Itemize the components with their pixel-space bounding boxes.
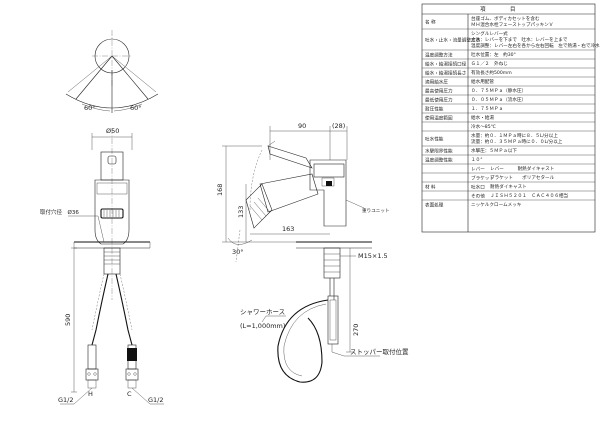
cold-label: C — [127, 390, 132, 398]
spec-row-value: 水量：約０．１ＭＰａ時に８．５L/分以上 — [471, 132, 558, 139]
spec-row-value: 流量：約０．３５ＭＰａ時に０．０L/分以上 — [471, 138, 563, 145]
spec-row-sub: レバー — [471, 166, 485, 172]
spec-row-value: Ｇ１／２ 外ねじ — [471, 60, 508, 67]
dim-133-label: 133 — [237, 206, 245, 218]
spec-row: 耐圧性能 １．７５ＭＰａ — [422, 105, 595, 114]
mount-thread-label: M15×1.5 — [358, 252, 388, 260]
spec-row-label: 名 称 — [425, 18, 436, 25]
dim-270-label: 270 — [352, 324, 360, 336]
spec-row: レバーレバー 耐熱ダイキャスト — [422, 165, 595, 174]
spec-row-value: ０．０５ＭＰａ（流水圧） — [471, 96, 526, 103]
spec-row: 最高使用圧力 ０．７５ＭＰａ（静水圧） — [422, 87, 595, 96]
spec-row-value: 止水：レバーを下まで 吐水：レバーを上まで — [471, 36, 568, 43]
spec-row-label: 温度調整方法 — [425, 51, 453, 58]
spec-row: 水撃限界性能 水撃圧：５ＭＰａ以下 — [422, 147, 595, 156]
spec-row-value: 水撃圧：５ＭＰａ以下 — [471, 147, 517, 154]
spec-row-value: １．７５ＭＰａ — [471, 106, 503, 112]
spec-row-label: 吐水・止水・流量調整方法 — [425, 36, 481, 43]
spec-row-value: 吐水位置：左 約30° — [471, 51, 516, 58]
spec-row: 使用温度範囲 給水・給湯 — [422, 114, 595, 123]
spec-row-value: レバー 耐熱ダイキャスト — [490, 165, 554, 172]
spec-row: 冷水～85℃ — [422, 123, 595, 132]
spec-row: 給水・給湯接続長さ有効長さ約500mm — [422, 69, 595, 78]
front-view: Ø50 取付穴径 Ø36 — [40, 127, 164, 405]
angle-right-label: 60° — [130, 104, 142, 112]
spec-row: その他 ＪＩＳＨ５２０１ ＣＡＣ４０６相当 — [422, 192, 595, 201]
spec-row-sub: 吐水口 — [471, 183, 485, 190]
spec-row-value: ニッケルクロームメッキ — [471, 201, 522, 208]
hose-label: シャワーホース — [240, 308, 285, 316]
spec-row-value: ブラケット ポリアセタール — [490, 174, 555, 181]
spec-row: 吐水性能 水量：約０．１ＭＰａ時に８．５L/分以上流量：約０．３５ＭＰａ時に０．０… — [422, 132, 595, 147]
diameter-top-label: Ø50 — [106, 127, 119, 135]
weight-label: 重りユニット — [362, 207, 390, 214]
dim-163-label: 163 — [282, 225, 294, 233]
spec-row-label: 表面処理 — [425, 201, 444, 208]
spec-row-value: １０° — [471, 157, 483, 163]
spec-row: 温度調整性能 １０° — [422, 156, 595, 165]
spec-row-label: 材 料 — [425, 183, 436, 190]
spec-row: 温度調整方法 吐水位置：左 約30° — [422, 51, 595, 60]
spec-row-label: 最低使用圧力 — [425, 96, 453, 103]
spec-row-sub: その他 — [471, 192, 485, 199]
spec-row-label: 温度調整性能 — [425, 156, 453, 163]
dim-168-label: 168 — [216, 184, 224, 196]
dim-30deg-label: 30° — [232, 248, 244, 256]
spec-row-label: 使用温度範囲 — [425, 114, 453, 121]
hose-length-label: (L=1,000mm) — [240, 322, 285, 330]
spec-row: 最低使用圧力 ０．０５ＭＰａ（流水圧） — [422, 96, 595, 105]
mounting-hole-label: 取付穴径 Ø36 — [40, 208, 79, 216]
spec-row-label: 最高使用圧力 — [425, 87, 453, 94]
spec-row: 材 料 吐水口耐熱ダイキャスト — [422, 183, 595, 192]
spec-row-value: 耐熱ダイキャスト — [490, 183, 527, 190]
spec-row-label: 耐圧性能 — [425, 105, 444, 112]
spec-table: 項 目 名 称 台座ゴム、ボディカセットを含むＭＨ混合水栓フェーストップパッキンＶ… — [421, 3, 600, 233]
spec-row: 給水・給湯接続口径 Ｇ１／２ 外ねじ — [422, 60, 595, 69]
thread-left-label: G1/2 — [58, 396, 74, 404]
spec-header-right: 目 — [510, 6, 516, 13]
hot-label: H — [88, 390, 93, 398]
thread-right-label: G1/2 — [148, 396, 164, 404]
spec-row-sub: ブラケット — [471, 174, 494, 181]
spec-row-value: ＪＩＳＨ５２０１ ＣＡＣ４０６相当 — [490, 192, 569, 199]
dim-28-label: (28) — [332, 122, 345, 130]
stopper-label: ストッパー取付位置 — [350, 347, 409, 356]
angle-left-label: 60° — [84, 104, 96, 112]
spec-row-value: 冷水～85℃ — [471, 123, 496, 130]
spec-row-value: シングルレバー式 — [471, 30, 508, 37]
spec-row: 適用給水圧 給水用配管 — [422, 78, 595, 87]
spec-row-label: 適用給水圧 — [425, 78, 448, 85]
spec-header-left: 項 — [480, 6, 486, 13]
spec-row-value: 台座ゴム、ボディカセットを含む — [471, 15, 540, 22]
spec-row-value: 給水用配管 — [471, 78, 494, 85]
spec-row-label: 給水・給湯接続口径 — [425, 60, 467, 67]
spec-row-label: 給水・給湯接続長さ — [425, 69, 466, 76]
spec-row-label: 吐水性能 — [425, 135, 444, 142]
side-view: 90 (28) 30° 168 133 163 — [216, 122, 409, 383]
spec-row-value: 温度調整：レバー左右を各から左右回転 左で熱湯・右で冷水 — [471, 42, 600, 49]
spec-row-label: 水撃限界性能 — [425, 147, 453, 154]
spec-row-value: 有効長さ約500mm — [471, 69, 512, 76]
dim-90-label: 90 — [298, 122, 306, 130]
spec-row-value: ＭＨ混合水栓フェーストップパッキンＶ — [471, 21, 553, 28]
spec-row: 表面処理 ニッケルクロームメッキ — [425, 201, 522, 208]
spec-row-value: ０．７５ＭＰａ（静水圧） — [471, 87, 526, 94]
top-view: 60° 60° — [65, 30, 159, 113]
spec-row-value: 給水・給湯 — [471, 114, 494, 121]
length-label: 590 — [64, 314, 72, 326]
